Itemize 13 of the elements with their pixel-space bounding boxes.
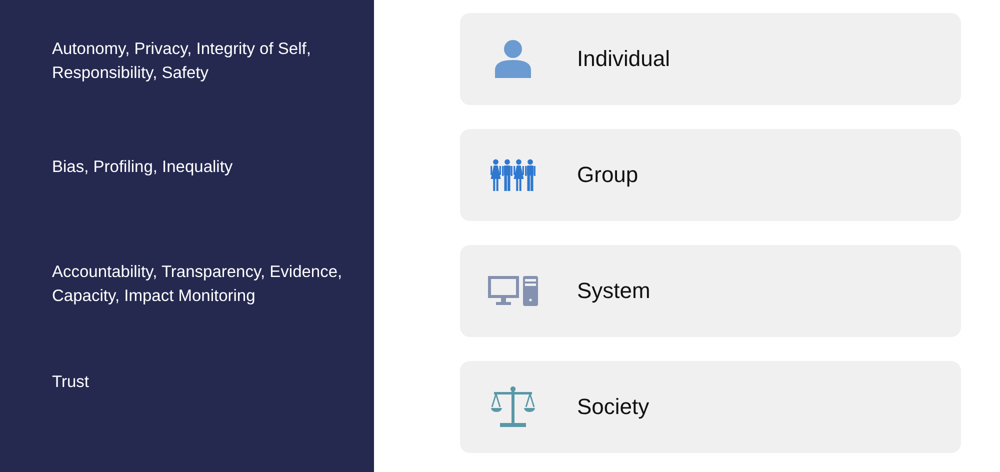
category-card <box>460 361 961 453</box>
category-card <box>460 13 961 105</box>
category-title: Group <box>577 161 638 189</box>
issue-list-text: Bias, Profiling, Inequality <box>52 157 234 178</box>
category-title: Society <box>577 393 650 421</box>
category-card <box>460 129 961 221</box>
issue-list-text: Autonomy, Privacy, Integrity of Self, Responsibility, Safety <box>52 39 312 84</box>
category-title: Individual <box>577 45 670 73</box>
category-card <box>460 245 961 337</box>
side-panel <box>0 0 374 472</box>
issue-list-text: Accountability, Transparency, Evidence, Capacity, Impact Monitoring <box>52 262 344 307</box>
issue-list-text: Trust <box>52 372 90 393</box>
category-title: System <box>577 277 650 305</box>
